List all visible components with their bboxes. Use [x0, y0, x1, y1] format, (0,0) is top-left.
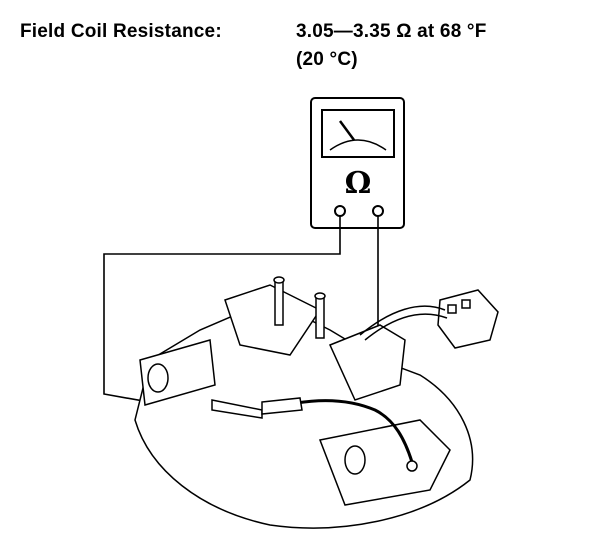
stud-left-top: [273, 276, 285, 284]
meter-needle: [338, 120, 356, 141]
stud-right-top: [314, 292, 326, 300]
stud-left: [274, 279, 284, 326]
meter-terminal-right: [372, 205, 384, 217]
left-boss-hole: [147, 363, 169, 393]
meter-display: [321, 109, 395, 158]
ohm-symbol: Ω: [345, 166, 372, 201]
probe-right: [261, 397, 303, 415]
meter-terminal-left: [334, 205, 346, 217]
right-block: [328, 324, 406, 401]
ohmmeter-icon: [310, 97, 405, 229]
clutch-face: [318, 419, 451, 506]
compressor-illustration: [134, 276, 499, 529]
probe-left: [211, 399, 263, 419]
clutch-hole: [344, 445, 366, 475]
probe-tips: [211, 397, 303, 419]
stud-right: [315, 295, 325, 339]
coil-connector: [437, 289, 499, 349]
ground-terminal: [406, 460, 418, 472]
mount-bracket: [224, 284, 322, 356]
spec-value: 3.05—3.35 Ω at 68 °F: [296, 21, 487, 42]
meter-scale-arc: [329, 139, 387, 151]
connector-pin-1: [447, 304, 457, 314]
connector-pin-2: [461, 299, 471, 309]
coil-wire: [359, 305, 448, 341]
spec-label: Field Coil Resistance:: [20, 21, 222, 42]
spec-value-celsius: (20 °C): [296, 49, 358, 70]
